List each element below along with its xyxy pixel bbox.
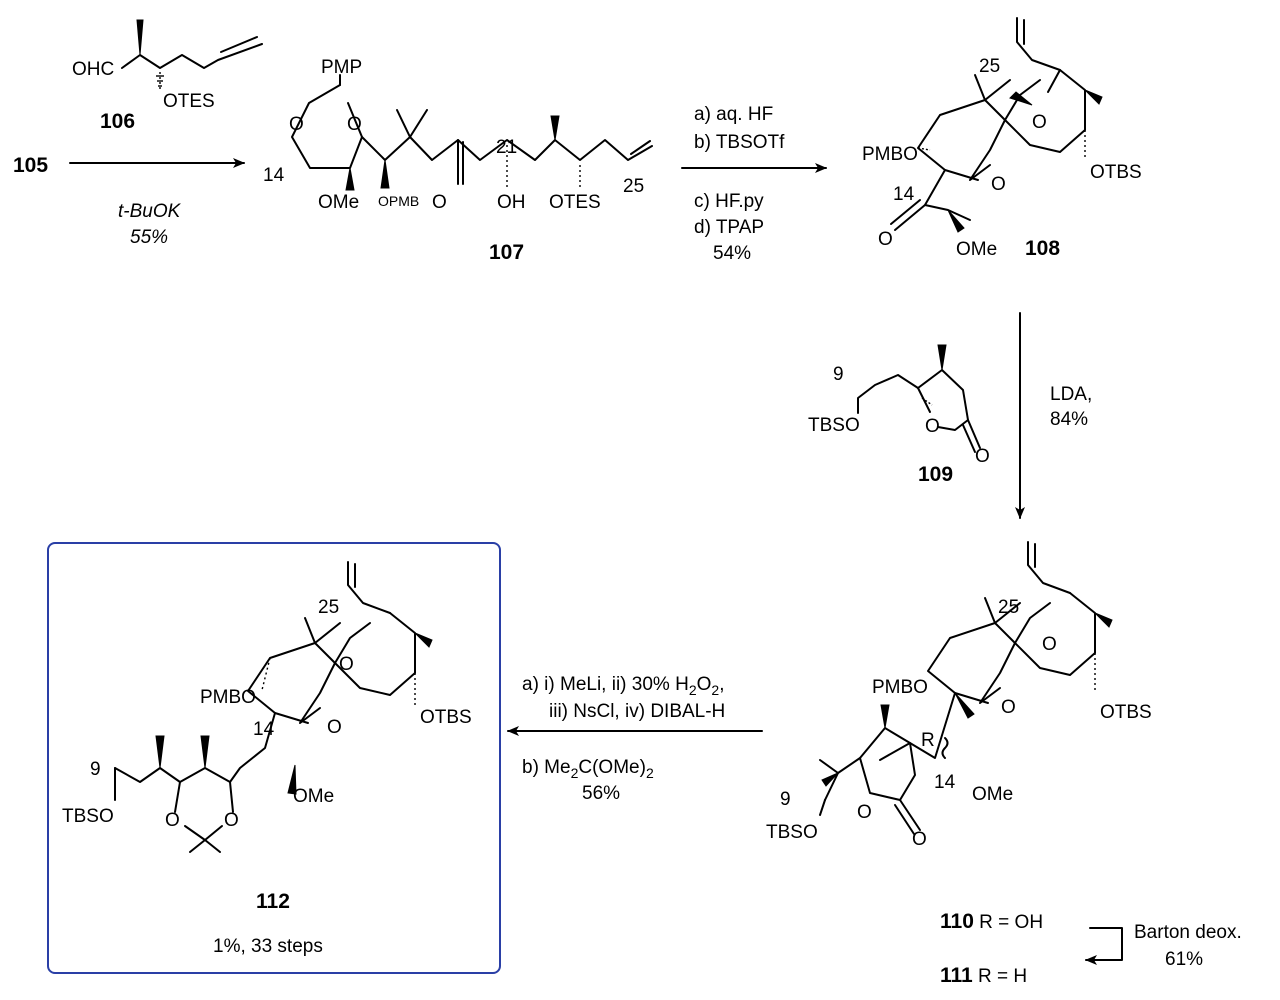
compound-112-pmbo: PMBO bbox=[200, 687, 256, 708]
compound-110-otbs: OTBS bbox=[1100, 702, 1152, 723]
compound-106-cho: OHC bbox=[72, 59, 114, 80]
compound-107-ring-o1: O bbox=[289, 114, 304, 135]
compound-107-structure bbox=[291, 74, 653, 191]
compound-107-opmb: OPMB bbox=[378, 193, 419, 209]
compound-112-c25: 25 bbox=[318, 597, 339, 618]
compound-107-ketone-o: O bbox=[432, 192, 447, 213]
compound-112-ring-o3: O bbox=[165, 810, 180, 831]
compound-110-c9: 9 bbox=[780, 789, 791, 810]
compound-112-tbso: TBSO bbox=[62, 806, 114, 827]
arrow4-step-a-line1: a) i) MeLi, ii) 30% H2O2, bbox=[522, 674, 724, 698]
compound-110-ring-o3: O bbox=[857, 802, 872, 823]
compound-110-ome: OMe bbox=[972, 784, 1013, 805]
arrow4-step-b: b) Me2C(OMe)2 bbox=[522, 757, 654, 781]
compound-110-ring-o1: O bbox=[1042, 634, 1057, 655]
compound-112-summary: 1%, 33 steps bbox=[213, 936, 323, 957]
compound-112-ring-o4: O bbox=[224, 810, 239, 831]
arrow2-yield: 54% bbox=[713, 243, 751, 264]
compound-107-ring-o2: O bbox=[347, 114, 362, 135]
compound-107-c21: 21 bbox=[496, 137, 517, 158]
compound-112-otbs: OTBS bbox=[420, 707, 472, 728]
compound-108-pmbo: PMBO bbox=[862, 144, 918, 165]
compound-112-c9: 9 bbox=[90, 759, 101, 780]
compound-109-label: 109 bbox=[918, 463, 953, 486]
compound-107-oh: OH bbox=[497, 192, 526, 213]
compound-110-pmbo: PMBO bbox=[872, 677, 928, 698]
compound-110-c14: 14 bbox=[934, 772, 956, 793]
compound-108-structure bbox=[890, 17, 1103, 233]
compound-107-c25: 25 bbox=[623, 176, 644, 197]
arrow3-yield: 84% bbox=[1050, 409, 1088, 430]
compound-110-ring-o2: O bbox=[1001, 697, 1016, 718]
compound-112-ring-o2: O bbox=[327, 717, 342, 738]
arrow5-reagent: Barton deox. bbox=[1134, 922, 1242, 943]
arrow1-yield: 55% bbox=[130, 227, 168, 248]
arrow4-step-a-line2: iii) NsCl, iv) DIBAL-H bbox=[549, 701, 725, 722]
compound-106-label: 106 bbox=[100, 110, 135, 133]
compound-108-ring-o1: O bbox=[1032, 112, 1047, 133]
compound-109-ring-o: O bbox=[925, 416, 940, 437]
compound-112-c14: 14 bbox=[253, 719, 275, 740]
compound-108-ring-o2: O bbox=[991, 174, 1006, 195]
arrow4-yield: 56% bbox=[582, 783, 620, 804]
arrow3-reagent: LDA, bbox=[1050, 384, 1092, 405]
compound-110-tbso: TBSO bbox=[766, 822, 818, 843]
product-111-line: 111 R = H bbox=[940, 964, 1027, 987]
compound-107-label: 107 bbox=[489, 241, 524, 264]
compound-107-otes: OTES bbox=[549, 192, 601, 213]
product-110-line: 110 R = OH bbox=[940, 910, 1043, 933]
compound-105-label: 105 bbox=[13, 154, 48, 177]
compound-110-r: R bbox=[921, 730, 935, 751]
arrow2-step-d: d) TPAP bbox=[694, 217, 764, 238]
compound-110-structure bbox=[819, 541, 1113, 835]
compound-107-pmp: PMP bbox=[321, 57, 362, 78]
target-compound-box bbox=[47, 542, 501, 974]
compound-108-aldehyde-o: O bbox=[878, 229, 893, 250]
compound-112-label: 112 bbox=[256, 890, 290, 913]
compound-108-otbs: OTBS bbox=[1090, 162, 1142, 183]
compound-109-carbonyl-o: O bbox=[975, 446, 990, 467]
arrow2-step-a: a) aq. HF bbox=[694, 104, 773, 125]
compound-107-c14: 14 bbox=[263, 165, 285, 186]
compound-112-ome: OMe bbox=[293, 786, 334, 807]
compound-109-structure bbox=[857, 344, 981, 453]
arrow2-step-b: b) TBSOTf bbox=[694, 132, 785, 153]
arrow2-step-c: c) HF.py bbox=[694, 191, 764, 212]
compound-109-tbso: TBSO bbox=[808, 415, 860, 436]
compound-112-structure bbox=[114, 561, 433, 853]
compound-106-otes: OTES bbox=[163, 91, 215, 112]
compound-108-c25: 25 bbox=[979, 56, 1000, 77]
compound-110-c25: 25 bbox=[998, 597, 1019, 618]
reaction-arrow-5 bbox=[1085, 927, 1123, 965]
compound-108-ome: OMe bbox=[956, 239, 997, 260]
compound-110-carbonyl-o: O bbox=[912, 829, 927, 850]
compound-109-c9: 9 bbox=[833, 364, 844, 385]
compound-108-label: 108 bbox=[1025, 237, 1060, 260]
arrow5-yield: 61% bbox=[1165, 949, 1203, 970]
compound-112-ring-o1: O bbox=[339, 654, 354, 675]
compound-106-structure bbox=[121, 19, 263, 90]
arrow1-reagent: t-BuOK bbox=[118, 201, 182, 222]
compound-108-c14: 14 bbox=[893, 184, 915, 205]
compound-107-ome: OMe bbox=[318, 192, 359, 213]
